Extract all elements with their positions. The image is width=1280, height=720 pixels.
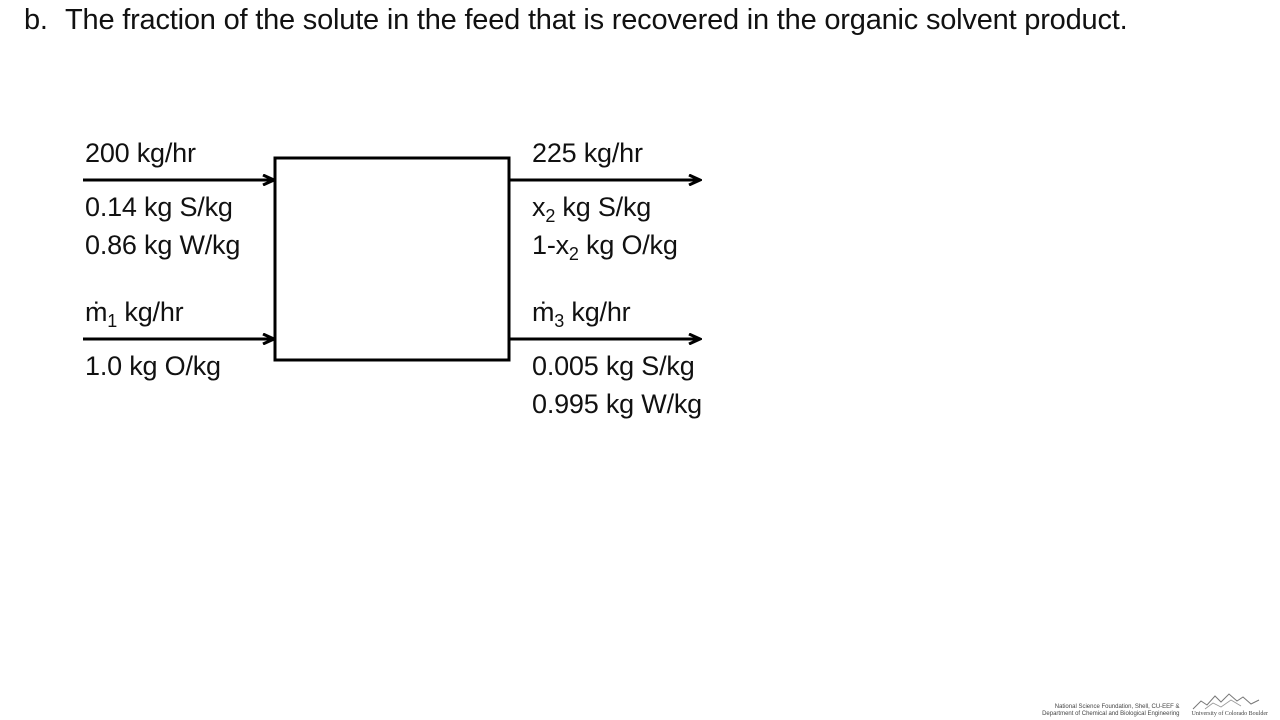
fraction-unit: kg O/kg: [578, 230, 678, 260]
mass-flow-symbol: ṁ: [85, 297, 108, 327]
raffinate-out-water-fraction: 0.995 kg W/kg: [532, 389, 702, 419]
mass-flow-subscript: 3: [554, 311, 565, 331]
footer-credits: National Science Foundation, Shell, CU-E…: [1042, 692, 1268, 718]
mass-flow-subscript: 1: [107, 311, 118, 331]
raffinate-out-solute-fraction: 0.005 kg S/kg: [532, 351, 695, 381]
organic-out-solute-fraction: x2 kg S/kg: [532, 192, 652, 225]
question-text: The fraction of the solute in the feed t…: [65, 4, 1128, 36]
university-name: University of Colorado Boulder: [1191, 711, 1269, 717]
credit-text: National Science Foundation, Shell, CU-E…: [1042, 704, 1179, 718]
credit-line-2: Department of Chemical and Biological En…: [1042, 711, 1180, 717]
variable-subscript: 2: [568, 244, 579, 264]
feed-flow-label: 200 kg/hr: [85, 138, 196, 168]
variable-x: x: [532, 192, 546, 222]
mass-flow-symbol: ṁ: [532, 297, 555, 327]
raffinate-out-flow-label: ṁ3 kg/hr: [532, 297, 631, 330]
fraction-unit: kg S/kg: [555, 192, 652, 222]
organic-out-organic-fraction: 1-x2 kg O/kg: [532, 230, 678, 263]
mountains-logo-icon: [1192, 693, 1259, 710]
university-logo: University of Colorado Boulder: [1184, 691, 1269, 718]
solvent-in-organic-fraction: 1.0 kg O/kg: [85, 351, 221, 381]
mass-flow-unit: kg/hr: [564, 297, 631, 327]
separator-unit-box: [273, 156, 511, 362]
credit-line-1: National Science Foundation, Shell, CU-E…: [1054, 704, 1180, 710]
question-letter: b.: [24, 4, 48, 36]
organic-out-flow-label: 225 kg/hr: [532, 138, 643, 168]
solvent-in-flow-label: ṁ1 kg/hr: [85, 297, 184, 330]
feed-solute-fraction: 0.14 kg S/kg: [85, 192, 233, 222]
feed-water-fraction: 0.86 kg W/kg: [85, 230, 241, 260]
mass-flow-unit: kg/hr: [117, 297, 184, 327]
variable-subscript: 2: [545, 206, 556, 226]
one-minus-x: 1-x: [532, 230, 569, 260]
question-heading: b. The fraction of the solute in the feed…: [24, 2, 1128, 38]
